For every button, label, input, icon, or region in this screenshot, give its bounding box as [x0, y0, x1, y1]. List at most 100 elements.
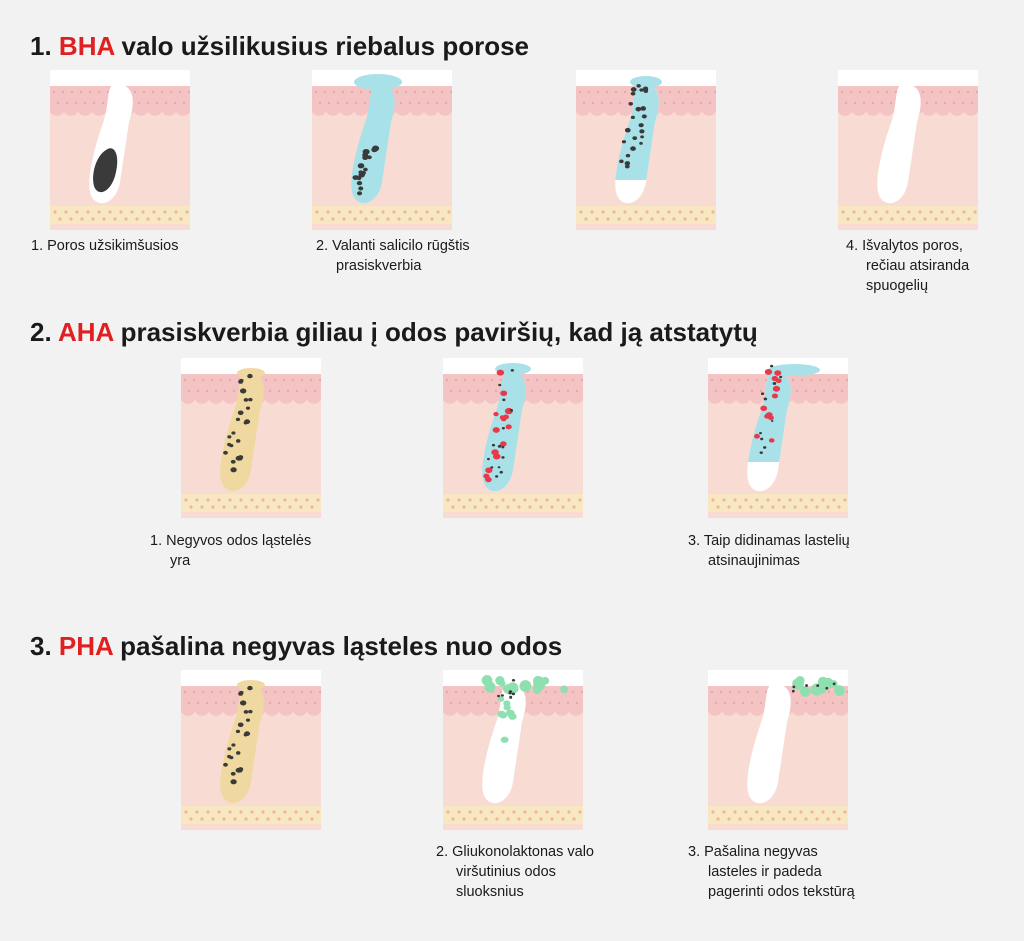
skin-dot	[314, 90, 318, 94]
skin-dot	[750, 389, 754, 393]
fluid-surface	[354, 74, 402, 90]
skin-dot	[600, 101, 604, 105]
skin-dot	[472, 378, 476, 382]
fat-dot	[810, 498, 814, 502]
dead-cell	[230, 779, 237, 785]
fat-dot	[567, 498, 571, 502]
skin-dot	[562, 378, 566, 382]
fat-dot	[556, 810, 560, 814]
fat-dot	[294, 810, 298, 814]
fat-dot	[804, 817, 808, 821]
skin-dot	[862, 101, 866, 105]
fat-dot	[326, 210, 330, 214]
skin-dot	[966, 90, 970, 94]
skin-dot	[97, 90, 101, 94]
skin-dot	[596, 90, 600, 94]
fat-dot	[793, 505, 797, 509]
skin-dot	[368, 90, 372, 94]
fat-dot	[788, 498, 792, 502]
fat-dot	[283, 810, 287, 814]
skin-dot	[943, 101, 947, 105]
fat-dot	[436, 210, 440, 214]
skin-dot	[399, 101, 403, 105]
fat-dot	[501, 498, 505, 502]
skin-dot	[223, 701, 227, 705]
section-1-heading: 1. BHA valo užsilikusius riebalus porose	[30, 31, 529, 61]
pha-molecule	[503, 700, 511, 707]
skin-dot	[575, 389, 579, 393]
skin-dot	[719, 378, 723, 382]
skin-dot	[268, 701, 272, 705]
fat-dot	[755, 810, 759, 814]
fat-dot	[195, 498, 199, 502]
skin-dot	[719, 690, 723, 694]
fat-dot	[495, 817, 499, 821]
skin-dot	[755, 690, 759, 694]
skin-dot	[704, 90, 708, 94]
fat-dot	[124, 217, 128, 221]
fat-dot	[506, 505, 510, 509]
fat-dot	[310, 817, 314, 821]
skin-dot	[435, 101, 439, 105]
pha-molecule	[511, 685, 519, 693]
aha-molecule	[499, 441, 507, 447]
skin-dot	[300, 690, 304, 694]
aha-molecule	[499, 415, 506, 420]
fat-dot	[837, 505, 841, 509]
fat-dot	[310, 505, 314, 509]
fat-dot	[771, 817, 775, 821]
aha-molecule	[764, 413, 771, 419]
fat-dot	[457, 810, 461, 814]
fat-layer	[576, 206, 716, 224]
fat-dot	[288, 505, 292, 509]
caption-line: pagerinti odos tekstūrą	[708, 884, 855, 900]
fat-dot	[945, 217, 949, 221]
debris-particle	[639, 88, 644, 92]
skin-dot	[755, 378, 759, 382]
fat-dot	[135, 217, 139, 221]
dead-cell	[238, 691, 244, 696]
caption-line: 3. Taip didinamas lastelių	[688, 533, 850, 549]
fat-dot	[222, 505, 226, 509]
fat-dot	[727, 817, 731, 821]
fat-dot	[539, 505, 543, 509]
debris-particle	[630, 115, 635, 119]
dead-cell	[245, 406, 251, 410]
skin-dot	[539, 701, 543, 705]
fat-dot	[650, 217, 654, 221]
fat-dot	[821, 498, 825, 502]
skin-dot	[605, 90, 609, 94]
fat-dot	[956, 217, 960, 221]
fat-dot	[749, 505, 753, 509]
skin-dot	[440, 90, 444, 94]
debris-particle	[639, 129, 645, 134]
fat-dot	[370, 210, 374, 214]
skin-dot	[318, 378, 321, 382]
acid-name: PHA	[58, 631, 113, 661]
fat-dot	[534, 810, 538, 814]
skin-dot	[151, 90, 155, 94]
aha-molecule	[505, 424, 512, 430]
fat-dot	[501, 810, 505, 814]
skin-dot	[454, 378, 458, 382]
skin-dot	[182, 101, 186, 105]
skin-dot	[277, 389, 281, 393]
debris-particle	[498, 383, 502, 387]
skin-dot	[201, 378, 205, 382]
fat-dot	[716, 505, 720, 509]
bha-step-2-illustration	[312, 70, 452, 230]
fat-dot	[727, 505, 731, 509]
fat-dot	[561, 505, 565, 509]
skin-dot	[359, 90, 363, 94]
pha-molecule	[505, 709, 515, 717]
skin-dot	[499, 690, 503, 694]
fat-dot	[578, 498, 582, 502]
fat-dot	[512, 810, 516, 814]
fat-dot	[239, 810, 243, 814]
fat-dot	[141, 210, 145, 214]
skin-dot	[169, 90, 173, 94]
bha-step-4-caption: 4. Išvalytos poros, rečiau atsiranda spu…	[846, 236, 969, 296]
skin-dot	[463, 690, 467, 694]
fat-dot	[451, 817, 455, 821]
fat-dot	[152, 210, 156, 214]
